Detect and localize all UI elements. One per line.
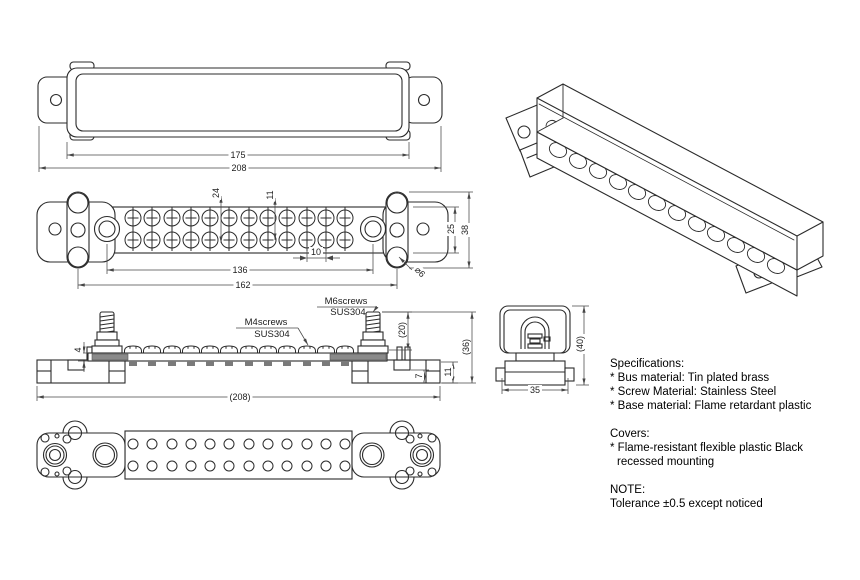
top-view-drawing: [37, 61, 443, 141]
dim-plan-body-height: 25: [446, 221, 456, 237]
covers-title: Covers:: [610, 428, 650, 440]
label-m6-screws: M6screws: [324, 296, 368, 307]
label-m6-material: SUS304: [330, 307, 366, 318]
dim-plan-screw-span: 136: [230, 265, 250, 275]
dim-top-cover-width: 175: [228, 150, 248, 160]
dim-side-overall-height: (36): [461, 336, 471, 358]
note-body: Tolerance ±0.5 except noticed: [610, 498, 763, 510]
dim-side-stud-height: (20): [397, 319, 407, 341]
covers-line2: recessed mounting: [617, 456, 715, 468]
note-title: NOTE:: [610, 484, 646, 496]
spec-item-base: * Base material: Flame retardant plastic: [610, 400, 812, 412]
dim-top-overall-width: 208: [229, 163, 249, 173]
covers-line1: * Flame-resistant flexible plastic Black: [610, 442, 804, 454]
bottom-view-drawing: [36, 420, 441, 490]
dim-end-height: (40): [575, 333, 585, 355]
notes-block: Specifications: * Bus material: Tin plat…: [610, 357, 860, 511]
dim-end-width: 35: [527, 385, 543, 395]
dim-side-bus-thickness: 4: [73, 345, 83, 355]
dim-side-overall-width: (208): [227, 392, 253, 402]
dim-plan-overall-height: 38: [460, 222, 470, 238]
label-m4-material: SUS304: [254, 329, 290, 340]
isometric-view-drawing: [505, 83, 824, 297]
dim-plan-row-offset: 24: [211, 185, 221, 201]
specifications-title: Specifications:: [610, 358, 685, 370]
side-view-screw-heads: [124, 345, 354, 354]
dim-plan-screw-pitch: 10: [308, 247, 324, 257]
spec-item-screw: * Screw Material: Stainless Steel: [610, 386, 777, 398]
side-view-drawing: [36, 311, 441, 384]
dim-side-step-height: 7: [414, 371, 424, 381]
dim-plan-mount-span: 162: [233, 280, 253, 290]
label-m4-screws: M4screws: [244, 317, 288, 328]
spec-item-bus: * Bus material: Tin plated brass: [610, 372, 770, 384]
end-view-drawing: [495, 305, 575, 386]
plan-view-drawing: [36, 191, 449, 269]
dim-plan-row-pitch: 11: [265, 188, 275, 202]
dim-side-base-height: 11: [443, 365, 453, 379]
